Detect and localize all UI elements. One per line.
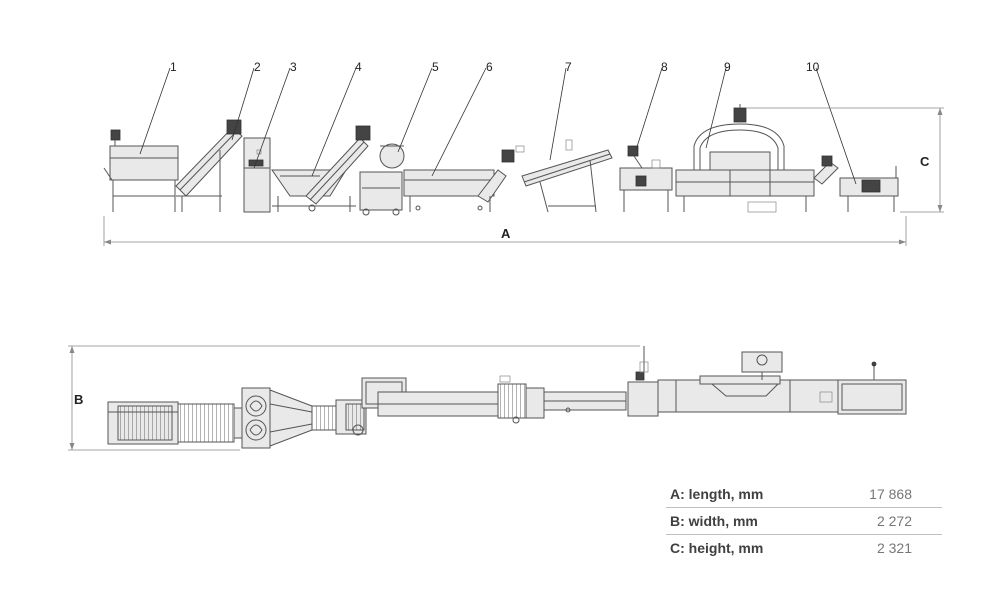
dimension-a-label: A [501, 226, 511, 241]
machine-2-top [177, 403, 243, 443]
spec-label-length: A: length, mm [670, 486, 764, 502]
dimension-c: C [746, 107, 944, 213]
machine-6-side [403, 169, 507, 212]
spec-row-width: B: width, mm 2 272 [666, 507, 942, 535]
dimension-c-label: C [920, 154, 930, 169]
callout-1: 1 [170, 60, 177, 74]
machine-4-side [271, 125, 371, 212]
spec-value-height: 2 321 [822, 534, 942, 561]
side-view: 1 2 3 4 5 6 7 8 9 10 A C [103, 60, 944, 246]
spec-value-length: 17 868 [869, 486, 912, 502]
machine-10-top [837, 361, 907, 415]
machine-1-side [103, 129, 179, 212]
machine-4-top [269, 389, 337, 447]
callout-4: 4 [355, 60, 362, 74]
machine-9-side [675, 104, 815, 213]
callout-9: 9 [724, 60, 731, 74]
machine-8-side [619, 145, 673, 212]
machine-3-side [243, 137, 271, 213]
spec-row-length: A: length, mm 17 868 [666, 481, 942, 508]
callout-5: 5 [432, 60, 439, 74]
spec-value-width: 2 272 [822, 507, 942, 535]
machine-6-top [361, 375, 527, 424]
machine-10-side [813, 155, 899, 212]
machine-5-side [359, 143, 405, 216]
machine-5-top [335, 399, 367, 436]
machine-9-top [657, 351, 839, 413]
machine-7-side [501, 139, 613, 213]
dimension-a: A [103, 216, 907, 246]
callout-3: 3 [290, 60, 297, 74]
machine-2-side [175, 119, 243, 212]
machine-3-top [241, 387, 271, 449]
dimension-b-label: B [74, 392, 83, 407]
machine-8-top [627, 346, 659, 417]
callout-6: 6 [486, 60, 493, 74]
top-view: B [68, 345, 907, 451]
machine-7-top [525, 387, 627, 419]
callout-8: 8 [661, 60, 668, 74]
dimensions-table: A: length, mm 17 868 B: width, mm 2 272 … [666, 481, 942, 561]
callout-10: 10 [806, 60, 820, 74]
spec-row-height: C: height, mm 2 321 [666, 534, 942, 561]
dimension-b: B [68, 345, 640, 451]
callout-2: 2 [254, 60, 261, 74]
callout-7: 7 [565, 60, 572, 74]
spec-label-width: B: width, mm [666, 507, 823, 535]
machine-1-top [107, 401, 179, 445]
spec-label-height: C: height, mm [666, 534, 823, 561]
